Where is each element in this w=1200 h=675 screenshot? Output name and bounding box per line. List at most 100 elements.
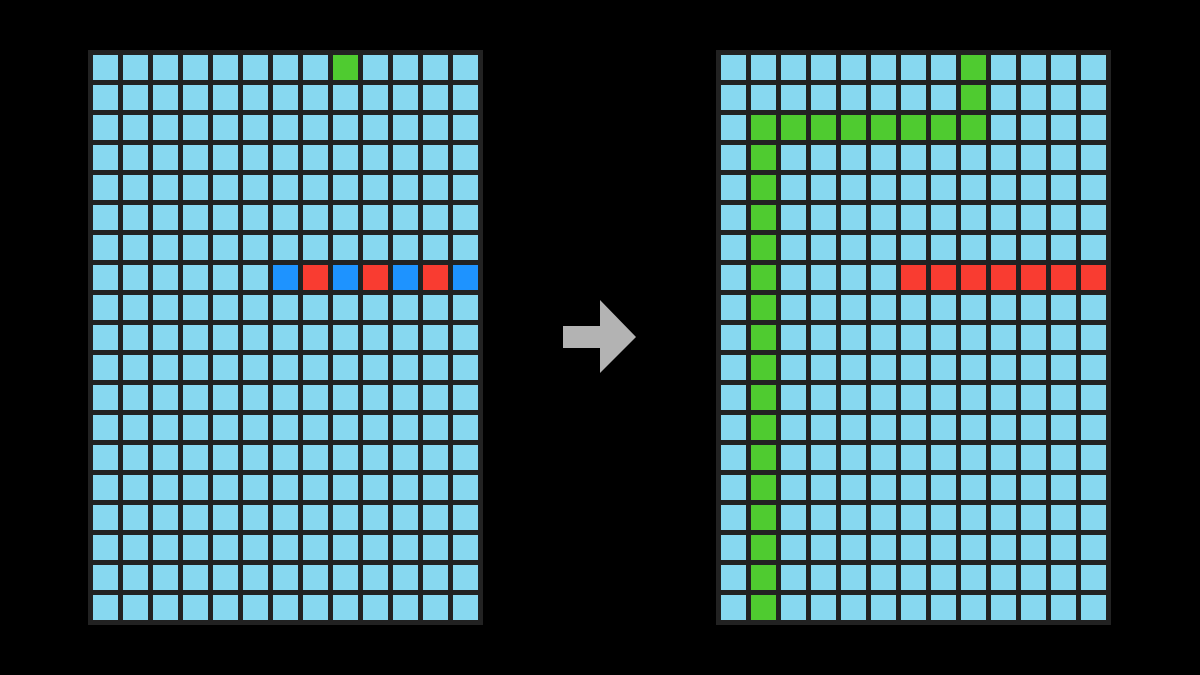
- grid-cell-empty: [393, 475, 418, 500]
- grid-cell-empty: [811, 415, 836, 440]
- grid-cell-empty: [751, 85, 776, 110]
- grid-cell-empty: [871, 325, 896, 350]
- grid-cell-empty: [961, 565, 986, 590]
- grid-cell-empty: [1051, 505, 1076, 530]
- grid-cell-green: [751, 205, 776, 230]
- grid-cell-empty: [901, 415, 926, 440]
- grid-cell-empty: [243, 145, 268, 170]
- grid-cell-empty: [811, 565, 836, 590]
- grid-cell-empty: [811, 85, 836, 110]
- grid-cell-empty: [721, 415, 746, 440]
- grid-cell-empty: [273, 445, 298, 470]
- grid-cell-empty: [871, 565, 896, 590]
- grid-cell-empty: [1051, 235, 1076, 260]
- grid-cell-blue: [273, 265, 298, 290]
- grid-cell-empty: [721, 175, 746, 200]
- grid-cell-empty: [1021, 115, 1046, 140]
- grid-cell-empty: [871, 445, 896, 470]
- grid-cell-empty: [1021, 355, 1046, 380]
- grid-cell-red: [1051, 265, 1076, 290]
- input-grid: [88, 50, 483, 625]
- grid-cell-empty: [841, 205, 866, 230]
- grid-cell-empty: [1021, 175, 1046, 200]
- grid-cell-empty: [393, 595, 418, 620]
- grid-cell-empty: [931, 355, 956, 380]
- grid-cell-empty: [781, 385, 806, 410]
- grid-cell-empty: [273, 415, 298, 440]
- grid-cell-empty: [333, 475, 358, 500]
- grid-cell-empty: [273, 385, 298, 410]
- grid-cell-empty: [153, 145, 178, 170]
- grid-cell-empty: [303, 475, 328, 500]
- grid-cell-empty: [1081, 595, 1106, 620]
- grid-cell-empty: [423, 175, 448, 200]
- grid-cell-empty: [153, 85, 178, 110]
- grid-cell-empty: [781, 55, 806, 80]
- grid-cell-empty: [1021, 145, 1046, 170]
- grid-cell-empty: [333, 565, 358, 590]
- grid-cell-empty: [333, 385, 358, 410]
- grid-cell-empty: [781, 265, 806, 290]
- grid-cell-green: [751, 355, 776, 380]
- grid-cell-empty: [213, 85, 238, 110]
- grid-cell-empty: [1081, 475, 1106, 500]
- grid-cell-empty: [453, 595, 478, 620]
- grid-cell-empty: [811, 355, 836, 380]
- grid-cell-empty: [453, 55, 478, 80]
- grid-cell-green: [751, 115, 776, 140]
- grid-cell-empty: [183, 325, 208, 350]
- grid-cell-empty: [931, 475, 956, 500]
- grid-cell-empty: [243, 355, 268, 380]
- grid-cell-empty: [961, 505, 986, 530]
- grid-cell-empty: [781, 205, 806, 230]
- grid-cell-empty: [1081, 415, 1106, 440]
- grid-cell-empty: [1051, 55, 1076, 80]
- grid-cell-empty: [93, 475, 118, 500]
- grid-cell-empty: [183, 565, 208, 590]
- grid-cell-empty: [423, 565, 448, 590]
- grid-cell-empty: [183, 145, 208, 170]
- grid-cell-empty: [93, 565, 118, 590]
- grid-cell-empty: [93, 235, 118, 260]
- grid-cell-empty: [333, 295, 358, 320]
- grid-cell-empty: [901, 385, 926, 410]
- grid-cell-empty: [901, 235, 926, 260]
- grid-cell-empty: [961, 385, 986, 410]
- grid-cell-empty: [243, 505, 268, 530]
- grid-cell-empty: [243, 595, 268, 620]
- grid-cell-empty: [901, 595, 926, 620]
- grid-cell-empty: [333, 355, 358, 380]
- grid-cell-green: [751, 325, 776, 350]
- grid-cell-empty: [721, 595, 746, 620]
- grid-cell-empty: [303, 505, 328, 530]
- grid-cell-empty: [123, 415, 148, 440]
- grid-cell-empty: [453, 535, 478, 560]
- grid-cell-empty: [363, 355, 388, 380]
- grid-cell-green: [751, 505, 776, 530]
- grid-cell-empty: [183, 55, 208, 80]
- grid-cell-empty: [1021, 535, 1046, 560]
- grid-cell-empty: [123, 115, 148, 140]
- grid-cell-empty: [393, 355, 418, 380]
- grid-cell-empty: [303, 565, 328, 590]
- grid-cell-red: [1021, 265, 1046, 290]
- grid-cell-empty: [961, 355, 986, 380]
- grid-cell-empty: [961, 145, 986, 170]
- arrow-shape: [563, 300, 636, 373]
- grid-cell-empty: [153, 115, 178, 140]
- grid-cell-empty: [871, 265, 896, 290]
- grid-cell-empty: [781, 475, 806, 500]
- grid-cell-empty: [901, 205, 926, 230]
- grid-cell-empty: [871, 295, 896, 320]
- grid-cell-empty: [841, 265, 866, 290]
- grid-cell-empty: [213, 535, 238, 560]
- grid-cell-empty: [931, 235, 956, 260]
- grid-cell-empty: [961, 595, 986, 620]
- grid-cell-empty: [93, 205, 118, 230]
- grid-cell-empty: [721, 265, 746, 290]
- grid-cell-empty: [841, 235, 866, 260]
- grid-cell-empty: [901, 85, 926, 110]
- grid-cell-empty: [213, 445, 238, 470]
- grid-cell-empty: [871, 205, 896, 230]
- grid-cell-empty: [363, 475, 388, 500]
